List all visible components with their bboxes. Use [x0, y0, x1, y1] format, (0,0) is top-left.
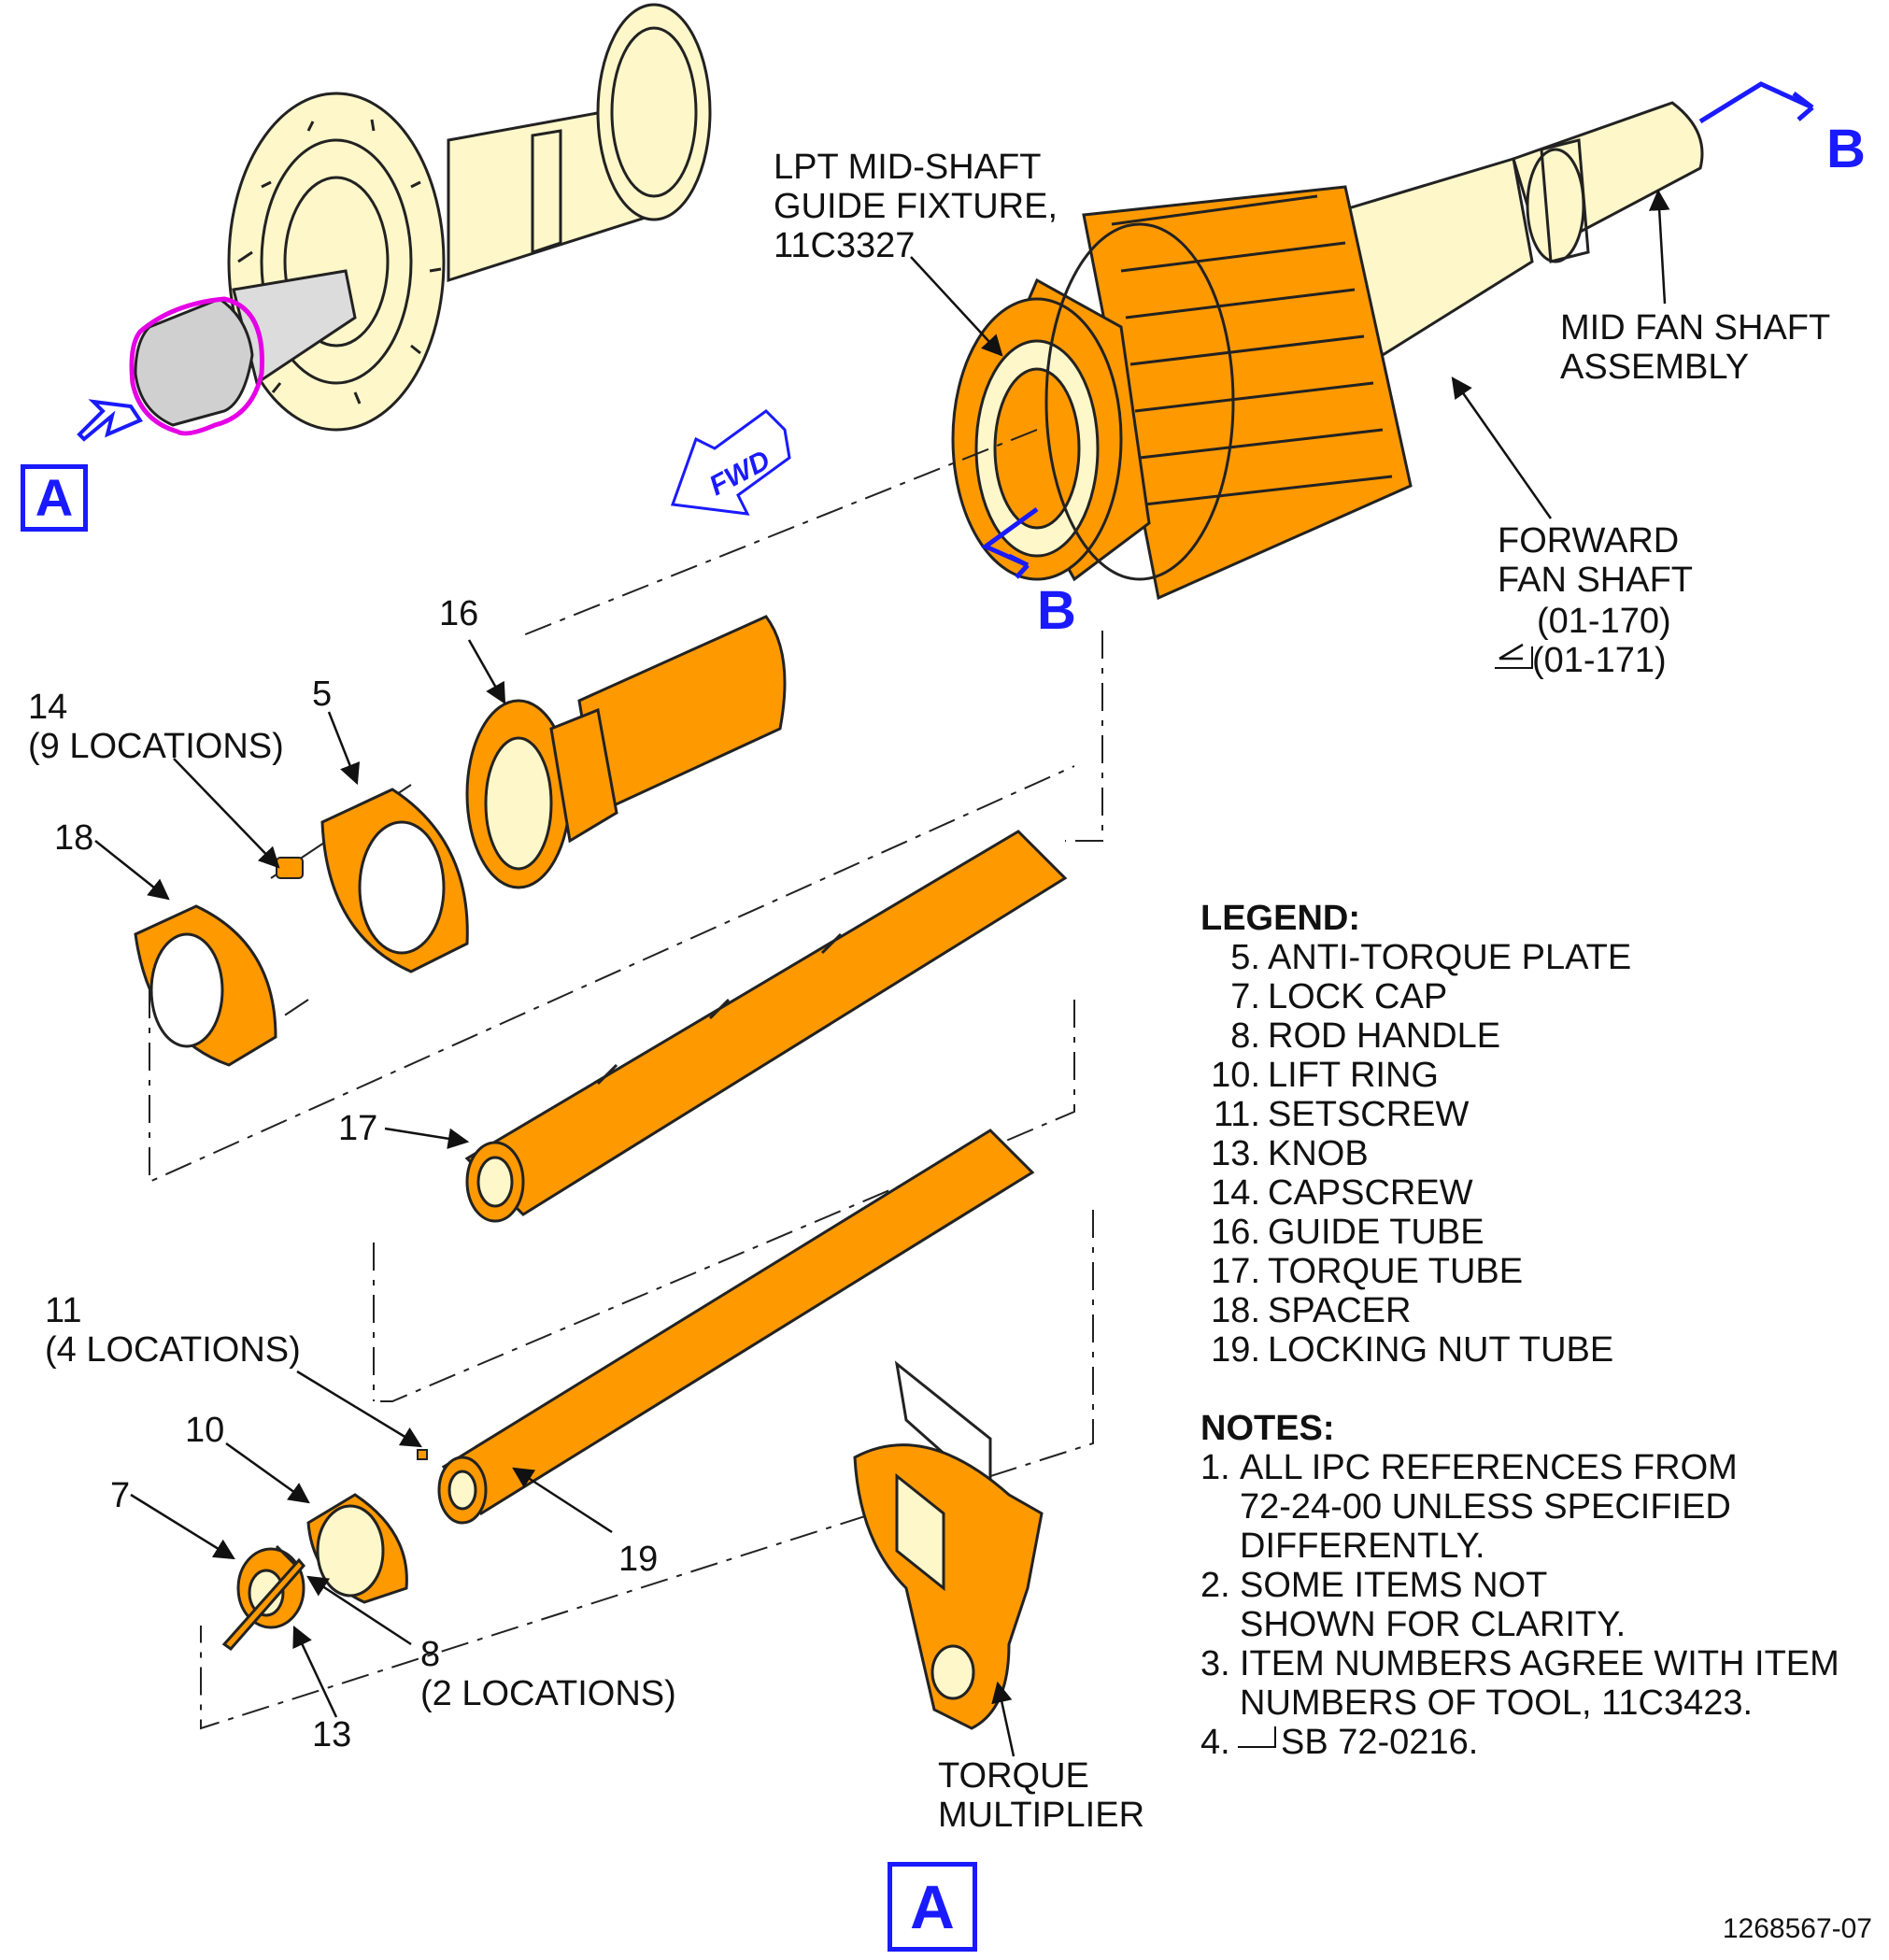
section-b-label-top: B [1826, 119, 1866, 179]
notes-title: NOTES: [1200, 1409, 1335, 1448]
torque-tube [464, 830, 1068, 1223]
locking-nut-tube [437, 1129, 1035, 1525]
guide-tube [465, 615, 787, 889]
legend-item-number: 18. [1211, 1291, 1260, 1330]
legend-item: 7.LOCK CAP [1200, 977, 1631, 1016]
ffs-ref-01-171: (01-171) [1532, 641, 1667, 680]
ffs-ref-01-170: (01-170) [1537, 602, 1671, 641]
item-10-label: 10 [185, 1411, 225, 1450]
legend-item-number: 11. [1213, 1095, 1260, 1134]
note-number: 3. [1200, 1644, 1230, 1683]
knob-highlight [129, 269, 357, 436]
lpt-fixture-label: LPT MID-SHAFT GUIDE FIXTURE, 11C3327 [774, 148, 1058, 265]
legend-item: 11.SETSCREW [1200, 1095, 1631, 1134]
legend-item-name: ANTI-TORQUE PLATE [1268, 938, 1632, 977]
note-text: ITEM NUMBERS AGREE WITH ITEM NUMBERS OF … [1240, 1644, 1839, 1723]
item-11-label: 11 (4 LOCATIONS) [45, 1291, 301, 1370]
section-b-label-mid: B [1037, 580, 1076, 641]
guide-fixture-body [951, 185, 1413, 601]
legend-item-name: LOCK CAP [1268, 977, 1448, 1016]
legend: LEGEND: 5.ANTI-TORQUE PLATE 7.LOCK CAP 8… [1200, 899, 1631, 1370]
legend-item-name: GUIDE TUBE [1268, 1213, 1484, 1252]
item-18-label: 18 [54, 818, 94, 858]
notes-list: 1. ALL IPC REFERENCES FROM 72-24-00 UNLES… [1200, 1448, 1854, 1762]
legend-item-number: 13. [1211, 1134, 1260, 1173]
legend-item-name: KNOB [1268, 1134, 1369, 1173]
legend-item-number: 17. [1211, 1252, 1260, 1291]
engine-shaft-detail [227, 3, 712, 432]
notes: NOTES: 1. ALL IPC REFERENCES FROM 72-24-0… [1200, 1409, 1854, 1762]
mid-fan-shaft-assembly [1324, 101, 1704, 358]
legend-title: LEGEND: [1200, 899, 1360, 938]
view-a-box-top: A [21, 464, 88, 532]
torque-multiplier [853, 1360, 1044, 1730]
note-item: 4. SB 72-0216. [1200, 1723, 1854, 1762]
legend-item: 10.LIFT RING [1200, 1056, 1631, 1095]
lift-ring [306, 1493, 408, 1604]
note-number: 2. [1200, 1566, 1230, 1605]
note-number: 1. [1200, 1448, 1230, 1487]
legend-item-number: 5. [1230, 938, 1260, 977]
item-8-label: 8 (2 LOCATIONS) [420, 1635, 676, 1713]
note-text: SOME ITEMS NOT SHOWN FOR CLARITY. [1240, 1566, 1626, 1644]
legend-item-name: ROD HANDLE [1268, 1016, 1501, 1056]
figure-id: 1268567-07 [1722, 1913, 1872, 1944]
forward-fan-shaft-label: FORWARD FAN SHAFT [1498, 521, 1694, 600]
legend-item-number: 8. [1230, 1016, 1260, 1056]
note-item: 1. ALL IPC REFERENCES FROM 72-24-00 UNLES… [1200, 1448, 1854, 1566]
legend-item: 13.KNOB [1200, 1134, 1631, 1173]
legend-item: 16.GUIDE TUBE [1200, 1213, 1631, 1252]
legend-item-number: 14. [1211, 1173, 1260, 1213]
legend-item-number: 19. [1211, 1330, 1260, 1370]
setscrew [417, 1449, 428, 1460]
legend-item: 19.LOCKING NUT TUBE [1200, 1330, 1631, 1370]
legend-item-name: SETSCREW [1268, 1095, 1470, 1134]
item-17-label: 17 [338, 1109, 378, 1148]
leader-lines [94, 189, 1670, 1757]
legend-item-name: LOCKING NUT TUBE [1268, 1330, 1614, 1370]
anti-torque-plate [320, 788, 469, 973]
note-text: ALL IPC REFERENCES FROM 72-24-00 UNLESS … [1240, 1448, 1738, 1566]
spacer [134, 904, 277, 1067]
legend-item: 8.ROD HANDLE [1200, 1016, 1631, 1056]
legend-item: 18.SPACER [1200, 1291, 1631, 1330]
item-14-label: 14 (9 LOCATIONS) [28, 688, 284, 766]
note-item: 3. ITEM NUMBERS AGREE WITH ITEM NUMBERS O… [1200, 1644, 1854, 1723]
legend-item: 17.TORQUE TUBE [1200, 1252, 1631, 1291]
capscrew [276, 857, 304, 879]
item-16-label: 16 [439, 594, 479, 633]
legend-item: 14.CAPSCREW [1200, 1173, 1631, 1213]
fwd-arrow [670, 409, 791, 516]
legend-item-name: CAPSCREW [1268, 1173, 1473, 1213]
note-text: SB 72-0216. [1281, 1723, 1479, 1762]
legend-item-name: LIFT RING [1268, 1056, 1439, 1095]
view-a-box-bottom: A [888, 1862, 977, 1952]
section-b-arrows [981, 81, 1814, 579]
note-item: 2. SOME ITEMS NOT SHOWN FOR CLARITY. [1200, 1566, 1854, 1644]
item-13-label: 13 [312, 1715, 352, 1754]
item-5-label: 5 [312, 675, 333, 714]
view-a-arrow [77, 399, 143, 442]
note-number: 4. [1200, 1723, 1230, 1762]
sb-revision-marks [1238, 646, 1533, 1748]
mid-fan-shaft-label: MID FAN SHAFT ASSEMBLY [1560, 308, 1831, 387]
item-7-label: 7 [110, 1476, 131, 1515]
assembly-lines [149, 429, 1103, 1730]
legend-item-number: 16. [1211, 1213, 1260, 1252]
legend-list: 5.ANTI-TORQUE PLATE 7.LOCK CAP 8.ROD HAN… [1200, 938, 1631, 1370]
lock-cap-knob-handle [221, 1544, 305, 1652]
legend-item-number: 7. [1230, 977, 1260, 1016]
legend-item-name: SPACER [1268, 1291, 1412, 1330]
torque-multiplier-label: TORQUE MULTIPLIER [938, 1756, 1145, 1835]
item-19-label: 19 [618, 1540, 659, 1579]
legend-item-number: 10. [1211, 1056, 1260, 1095]
legend-item-name: TORQUE TUBE [1268, 1252, 1524, 1291]
legend-item: 5.ANTI-TORQUE PLATE [1200, 938, 1631, 977]
